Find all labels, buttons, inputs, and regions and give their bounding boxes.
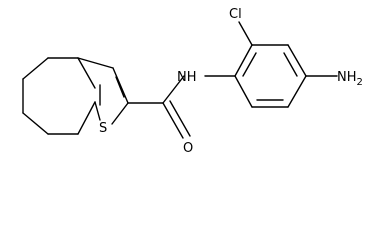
thiophene-ring xyxy=(77,57,129,135)
molecule-structure: NH Cl S O NH2 xyxy=(22,7,363,156)
bond xyxy=(115,76,125,98)
bond xyxy=(111,102,129,125)
bond xyxy=(77,101,96,135)
bond xyxy=(287,44,307,77)
bond xyxy=(77,57,96,89)
bond xyxy=(77,57,114,69)
bond-cl xyxy=(238,21,253,46)
bond xyxy=(234,75,253,108)
bond xyxy=(94,101,101,121)
bond xyxy=(242,52,257,77)
atom-label-nh2-subscript: 2 xyxy=(357,77,363,88)
bond xyxy=(169,100,191,137)
bond xyxy=(162,102,184,139)
atom-label-nh: NH xyxy=(177,70,197,85)
bond xyxy=(22,57,49,80)
atom-label-o: O xyxy=(183,141,193,156)
bond xyxy=(112,67,129,104)
atom-label-s: S xyxy=(99,121,107,136)
atom-label-nh2-main: NH xyxy=(337,70,357,85)
atom-label-cl: Cl xyxy=(229,7,242,22)
bond xyxy=(162,75,185,104)
benzene-ring xyxy=(234,44,307,108)
cyclohexene-ring xyxy=(22,57,79,135)
bond xyxy=(283,52,298,77)
amide-group xyxy=(127,75,236,139)
bond xyxy=(22,112,49,135)
atom-label-nh2: NH2 xyxy=(337,70,363,88)
bond xyxy=(287,75,307,108)
bond xyxy=(234,44,253,77)
